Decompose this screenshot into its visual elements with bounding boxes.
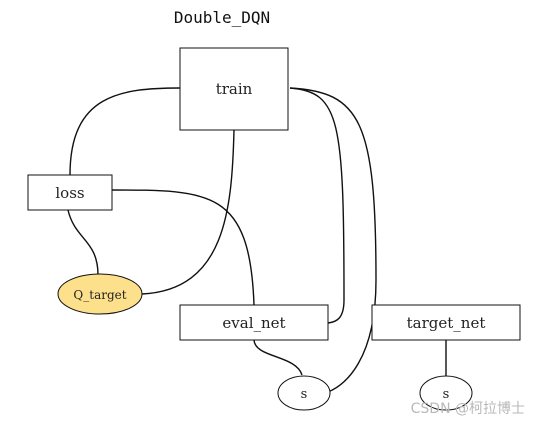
edge-evalnet-s bbox=[253, 339, 303, 376]
node-q-target-label: Q_target bbox=[73, 288, 126, 302]
diagram-title: Double_DQN bbox=[174, 8, 270, 27]
node-s-eval: s bbox=[277, 375, 331, 411]
node-q-target: Q_target bbox=[57, 273, 143, 315]
edge-train-s bbox=[289, 87, 377, 393]
node-train: train bbox=[179, 47, 289, 131]
edge-loss-qtarget bbox=[67, 209, 99, 276]
edge-train-evalnet bbox=[289, 87, 345, 324]
watermark-text: CSDN @柯拉博士 bbox=[411, 400, 525, 417]
q-target-ellipse bbox=[57, 273, 143, 315]
node-target-net-label: target_net bbox=[407, 314, 486, 332]
node-target-net: target_net bbox=[371, 304, 521, 341]
edge-train-loss bbox=[69, 87, 181, 176]
node-eval-net: eval_net bbox=[179, 304, 329, 341]
node-s-eval-label: s bbox=[301, 387, 308, 402]
edge-train-qtarget bbox=[141, 129, 235, 295]
node-s-target: s bbox=[419, 375, 473, 411]
node-s-target-label: s bbox=[443, 387, 450, 402]
node-loss: loss bbox=[27, 174, 113, 211]
edge-loss-evalnet bbox=[111, 189, 255, 306]
node-loss-label: loss bbox=[55, 184, 84, 202]
node-eval-net-label: eval_net bbox=[222, 314, 285, 332]
node-train-label: train bbox=[216, 80, 253, 98]
